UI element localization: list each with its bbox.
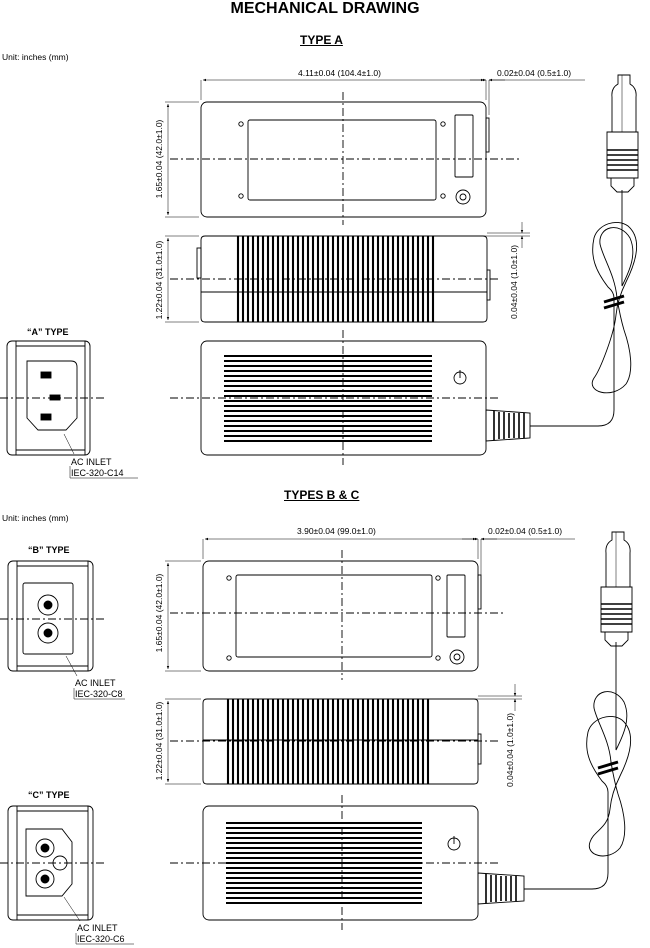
type-a-bottom-view — [170, 330, 500, 465]
type-a-inlet-label-line2: IEC-320-C14 — [71, 468, 124, 478]
type-c-inlet-label-line1: AC INLET — [77, 923, 118, 933]
type-a-length-dimension: 4.11±0.04 (104.4±1.0) — [298, 68, 381, 78]
type-a-side-view — [170, 235, 500, 323]
types-bc-side-view — [170, 698, 500, 785]
type-a-offset-dimension: 0.02±0.04 (0.5±1.0) — [497, 68, 572, 78]
type-a-inlet-label-line1: AC INLET — [71, 457, 112, 467]
type-a-top-view — [170, 92, 520, 225]
types-bc-bottom-vents — [226, 821, 422, 905]
types-bc-top-view — [170, 550, 505, 680]
type-b-inlet-detail — [0, 560, 125, 700]
types-bc-cord — [477, 531, 633, 905]
type-c-inlet-type-label: “C” TYPE — [28, 790, 70, 800]
types-bc-length-dimension: 3.90±0.04 (99.0±1.0) — [297, 526, 376, 536]
type-a-inlet-detail — [0, 340, 138, 479]
type-a-unit-note: Unit: inches (mm) — [2, 52, 69, 62]
types-bc-side-vents — [226, 699, 430, 784]
type-b-inlet-label-line2: IEC-320-C8 — [75, 689, 123, 699]
type-a-inlet-type-label: “A” TYPE — [27, 327, 69, 337]
types-bc-offset-dimension: 0.02±0.04 (0.5±1.0) — [488, 526, 563, 536]
type-c-inlet-label-line2: IEC-320-C6 — [77, 934, 125, 944]
type-a-heading: TYPE A — [300, 33, 343, 47]
type-a-cord — [485, 74, 639, 442]
type-b-inlet-label-line1: AC INLET — [75, 678, 116, 688]
types-bc-heading: TYPES B & C — [284, 488, 360, 502]
types-bc-bottom-view — [170, 795, 500, 930]
page-title: MECHANICAL DRAWING — [230, 0, 420, 17]
types-bc-unit-note: Unit: inches (mm) — [2, 513, 69, 523]
type-b-inlet-type-label: “B” TYPE — [28, 545, 70, 555]
type-c-inlet-detail — [0, 805, 134, 945]
type-a-bottom-vents — [224, 354, 432, 443]
